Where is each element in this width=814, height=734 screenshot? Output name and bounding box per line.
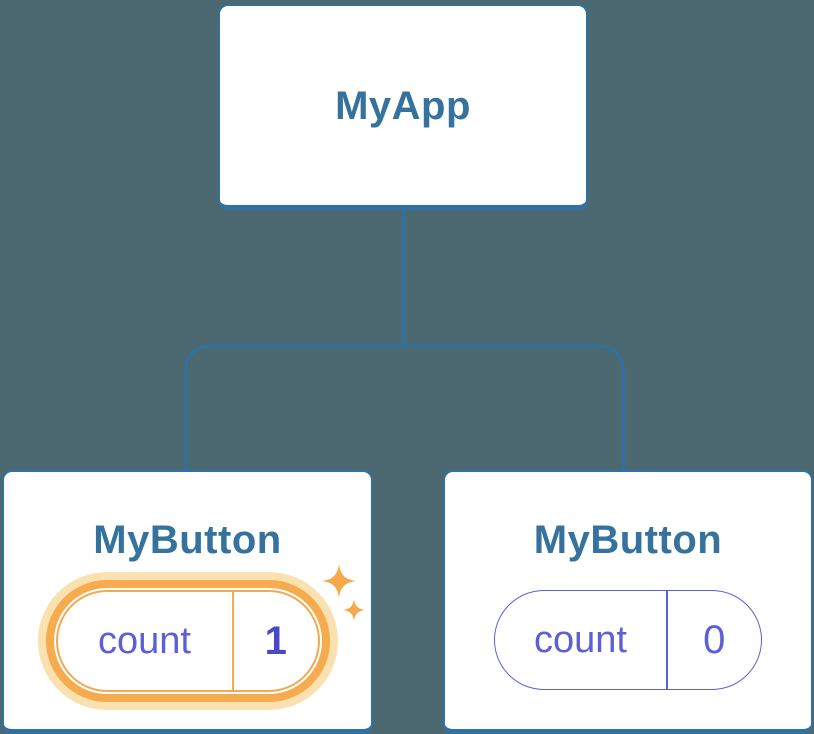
state-label: count [534,618,627,661]
sparkles-icon [322,564,365,621]
root-node-card: MyApp [218,4,588,210]
state-pill-idle: count 0 [494,590,762,690]
state-pill-highlighted: count 1 [55,590,320,692]
pill-divider [666,591,668,689]
state-value: 1 [264,618,287,663]
state-value: 0 [703,617,726,662]
pill-divider [231,592,234,690]
sparkle-icon-large [322,564,356,598]
sparkle-icon-small [343,599,365,621]
state-label: count [98,619,191,662]
child-node-title: MyButton [533,518,723,562]
child-node-card-highlighted: MyButton count 1 [2,470,373,734]
child-node-title: MyButton [93,518,282,562]
child-node-card-idle: MyButton count 0 [443,470,813,734]
root-node-title: MyApp [335,83,471,128]
